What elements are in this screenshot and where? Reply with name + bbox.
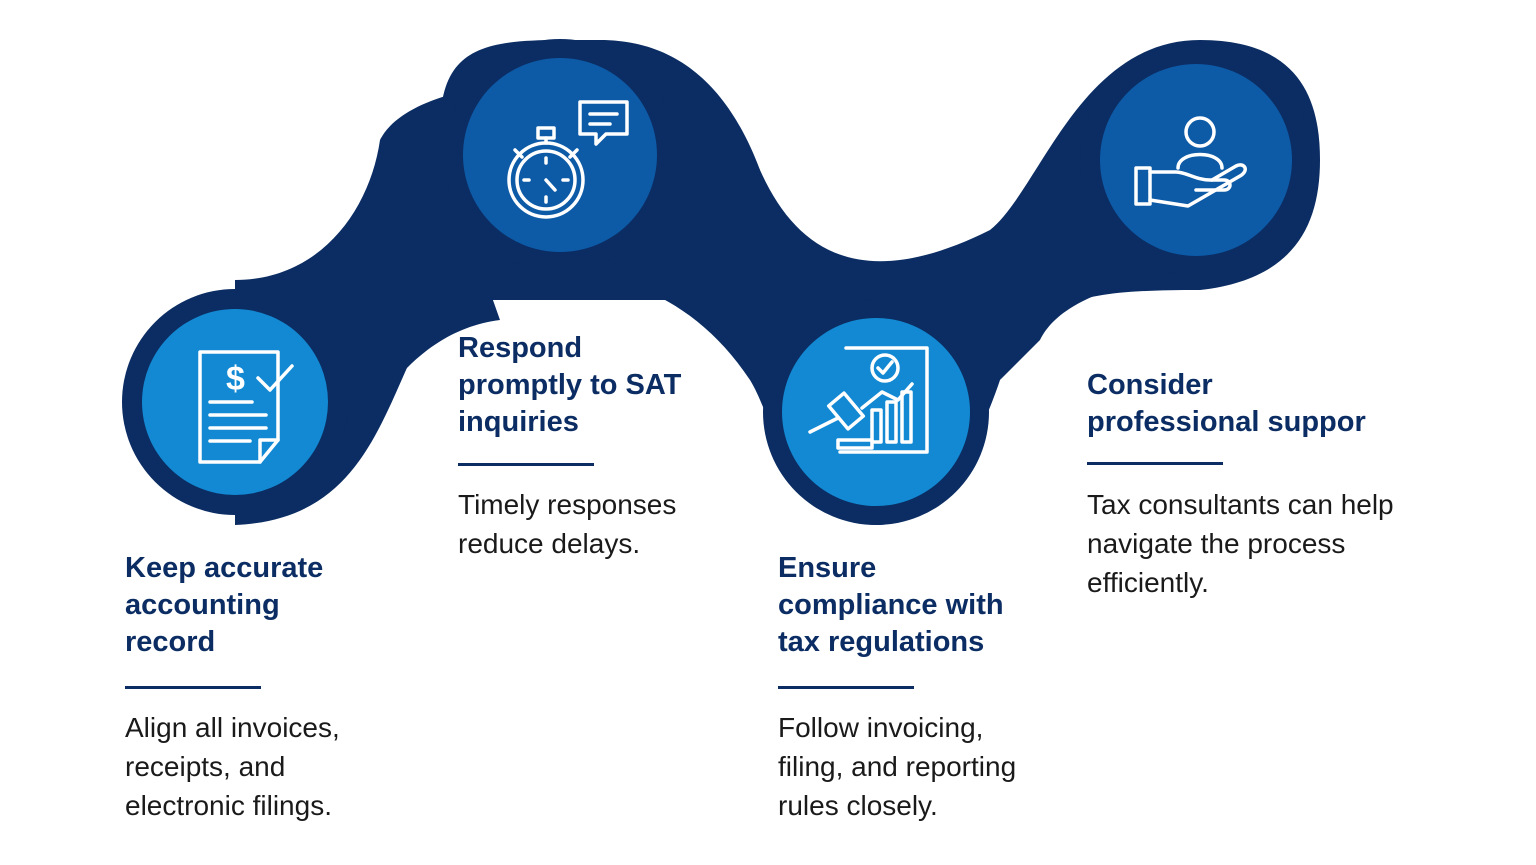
hand-person-icon <box>1134 116 1247 208</box>
step-1-description: Align all invoices, receipts, and electr… <box>125 712 340 821</box>
step-4-divider <box>1087 462 1223 465</box>
step-node-4 <box>1080 44 1312 276</box>
inner-circle-3 <box>782 318 970 506</box>
step-2-title: Respond promptly to SAT inquiries <box>458 332 682 438</box>
step-3-divider <box>778 686 914 689</box>
step-4-title: Consider professional suppor <box>1087 369 1366 438</box>
inner-circle-4 <box>1100 64 1292 256</box>
gavel-report-icon <box>808 346 929 454</box>
step-node-2 <box>444 39 676 271</box>
stopwatch-message-icon <box>507 100 629 219</box>
step-3-title: Ensure compliance with tax regulations <box>778 552 1004 658</box>
step-1-divider <box>125 686 261 689</box>
step-1-title: Keep accurate accounting record <box>125 552 324 658</box>
step-node-1: $ <box>122 289 348 515</box>
step-node-3 <box>763 299 989 525</box>
step-4-description: Tax consultants can help navigate the pr… <box>1087 489 1394 598</box>
step-2-description: Timely responses reduce delays. <box>458 489 677 559</box>
step-3-description: Follow invoicing, filing, and reporting … <box>778 712 1017 821</box>
invoice-check-icon: $ <box>198 350 294 464</box>
step-2-divider <box>458 463 594 466</box>
svg-text:$: $ <box>226 360 245 398</box>
